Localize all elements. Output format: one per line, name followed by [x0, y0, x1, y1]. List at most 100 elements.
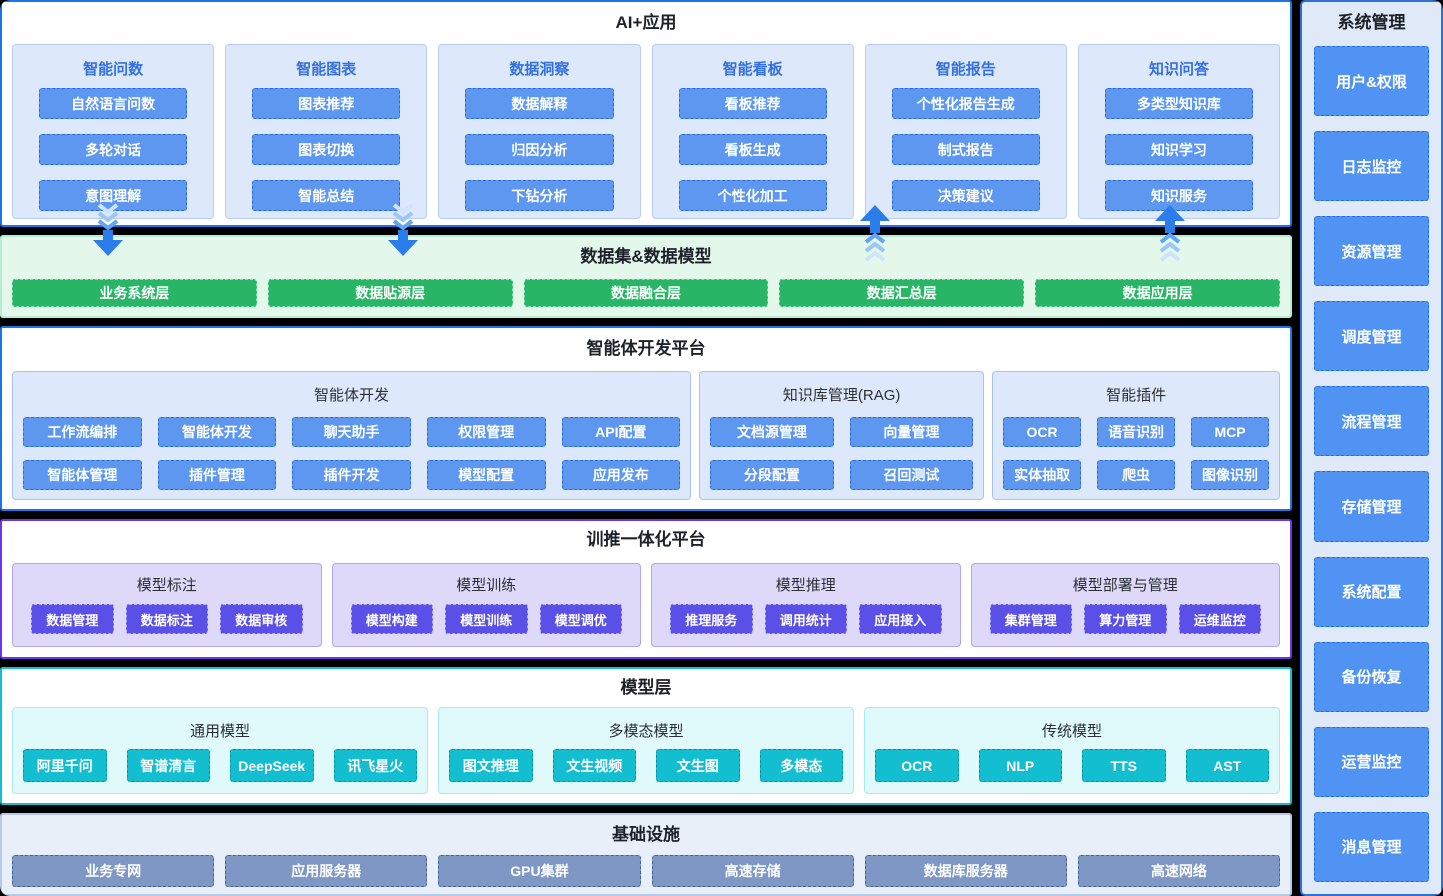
sidebar-items: 用户&权限日志监控资源管理调度管理流程管理存储管理系统配置备份恢复运营监控消息管…	[1314, 46, 1429, 882]
feature-button[interactable]: 图像识别	[1191, 460, 1269, 490]
feature-button[interactable]: 图表切换	[252, 134, 401, 165]
sidebar-item-button[interactable]: 调度管理	[1314, 301, 1429, 372]
infrastructure-button[interactable]: 高速存储	[651, 855, 854, 887]
group-card: 知识库管理(RAG)文档源管理向量管理分段配置召回测试	[699, 371, 985, 500]
feature-button[interactable]: 多模态	[759, 749, 843, 782]
feature-button[interactable]: 数据标注	[125, 604, 208, 634]
group-title: 模型训练	[456, 577, 517, 594]
feature-button[interactable]: 文档源管理	[710, 417, 834, 447]
sidebar-item-button[interactable]: 运营监控	[1314, 726, 1429, 797]
group-title: 模型标注	[136, 577, 197, 594]
feature-button[interactable]: 个性化加工	[678, 180, 827, 211]
feature-button[interactable]: NLP	[978, 749, 1062, 782]
infrastructure-button[interactable]: GPU集群	[438, 855, 641, 887]
feature-button[interactable]: 应用接入	[859, 604, 942, 634]
data-layer-button[interactable]: 数据贴源层	[267, 279, 513, 307]
feature-button[interactable]: 向量管理	[849, 417, 974, 447]
feature-button[interactable]: API配置	[561, 417, 681, 447]
infrastructure-button[interactable]: 高速网络	[1077, 855, 1281, 887]
feature-button[interactable]: OCR	[1003, 417, 1082, 447]
feature-button[interactable]: 智能体开发	[157, 417, 277, 447]
feature-button[interactable]: 图表推荐	[252, 88, 401, 119]
feature-button[interactable]: 看板生成	[678, 134, 827, 165]
feature-button[interactable]: 文生图	[656, 749, 740, 782]
data-layer-button[interactable]: 业务系统层	[12, 279, 257, 307]
main-layers: AI+应用 智能问数自然语言问数多轮对话意图理解智能图表图表推荐图表切换智能总结…	[0, 0, 1292, 896]
sidebar-item-button[interactable]: 用户&权限	[1314, 46, 1429, 117]
feature-button[interactable]: 算力管理	[1084, 604, 1167, 634]
feature-button[interactable]: 工作流编排	[23, 417, 142, 447]
feature-button[interactable]: 聊天助手	[292, 417, 411, 447]
feature-button[interactable]: 多轮对话	[39, 134, 188, 165]
feature-button[interactable]: 阿里千问	[23, 749, 107, 782]
feature-button[interactable]: DeepSeek	[230, 749, 314, 782]
data-layer-button[interactable]: 数据汇总层	[779, 279, 1025, 307]
feature-button[interactable]: 模型调优	[539, 604, 622, 634]
feature-button[interactable]: 决策建议	[891, 180, 1040, 211]
sidebar-item-button[interactable]: 存储管理	[1314, 471, 1429, 542]
sidebar-item-button[interactable]: 消息管理	[1314, 811, 1429, 882]
feature-button[interactable]: 推理服务	[670, 604, 753, 634]
feature-button[interactable]: 集群管理	[989, 604, 1072, 634]
feature-button[interactable]: 数据审核	[220, 604, 303, 634]
feature-button[interactable]: 文生视频	[552, 749, 636, 782]
feature-button[interactable]: 模型构建	[350, 604, 433, 634]
feature-button[interactable]: 分段配置	[710, 460, 834, 490]
feature-button[interactable]: 插件开发	[292, 460, 411, 490]
sidebar-item-button[interactable]: 流程管理	[1314, 386, 1429, 457]
infrastructure-button[interactable]: 业务专网	[12, 855, 215, 887]
feature-button[interactable]: 权限管理	[426, 417, 546, 447]
feature-button[interactable]: 多类型知识库	[1104, 88, 1254, 119]
feature-button[interactable]: TTS	[1082, 749, 1166, 782]
feature-button[interactable]: 制式报告	[891, 134, 1040, 165]
group-row: OCR NLP TTS AST	[875, 749, 1269, 782]
feature-button[interactable]: 知识学习	[1104, 134, 1254, 165]
feature-button[interactable]: 知识服务	[1104, 180, 1254, 211]
sidebar-item-button[interactable]: 资源管理	[1314, 216, 1429, 287]
app-column: 智能图表图表推荐图表切换智能总结	[225, 44, 428, 219]
group-title: 模型推理	[775, 577, 836, 594]
feature-button[interactable]: 爬虫	[1097, 460, 1176, 490]
sidebar-item-button[interactable]: 日志监控	[1314, 131, 1429, 202]
sidebar-item-button[interactable]: 备份恢复	[1314, 641, 1429, 712]
feature-button[interactable]: 自然语言问数	[39, 88, 188, 119]
feature-button[interactable]: 下钻分析	[465, 180, 614, 211]
group-row: 集群管理算力管理运维监控	[982, 604, 1270, 634]
sidebar-item-button[interactable]: 系统配置	[1314, 556, 1429, 627]
feature-button[interactable]: 插件管理	[157, 460, 277, 490]
feature-button[interactable]: 讯飞星火	[333, 749, 417, 782]
feature-button[interactable]: 智能体管理	[23, 460, 142, 490]
feature-button[interactable]: 意图理解	[39, 180, 188, 211]
feature-button[interactable]: OCR	[875, 749, 959, 782]
feature-button[interactable]: 运维监控	[1178, 604, 1261, 634]
feature-button[interactable]: 智谱清言	[126, 749, 210, 782]
app-column-buttons: 图表推荐图表切换智能总结	[226, 88, 426, 218]
feature-button[interactable]: 实体抽取	[1003, 460, 1082, 490]
infrastructure-button[interactable]: 应用服务器	[225, 855, 428, 887]
group-row: 图文推理文生视频文生图多模态	[449, 749, 843, 782]
feature-button[interactable]: 看板推荐	[678, 88, 827, 119]
feature-button[interactable]: 应用发布	[561, 460, 681, 490]
feature-button[interactable]: 数据管理	[31, 604, 114, 634]
feature-button[interactable]: 模型配置	[426, 460, 546, 490]
feature-button[interactable]: 图文推理	[449, 749, 533, 782]
feature-button[interactable]: 归因分析	[465, 134, 614, 165]
feature-button[interactable]: 调用统计	[764, 604, 847, 634]
infrastructure-button[interactable]: 数据库服务器	[864, 855, 1067, 887]
feature-button[interactable]: 召回测试	[849, 460, 974, 490]
app-column-title: 智能图表	[296, 61, 357, 78]
feature-button[interactable]: MCP	[1191, 417, 1269, 447]
feature-button[interactable]: 数据解释	[465, 88, 614, 119]
feature-button[interactable]: 语音识别	[1097, 417, 1176, 447]
feature-button[interactable]: 模型训练	[445, 604, 528, 634]
data-layer-button[interactable]: 数据融合层	[523, 279, 769, 307]
feature-button[interactable]: 智能总结	[252, 180, 401, 211]
data-layer-button[interactable]: 数据应用层	[1035, 279, 1280, 307]
group-row: 数据管理数据标注数据审核	[23, 604, 311, 634]
feature-button[interactable]: 个性化报告生成	[891, 88, 1040, 119]
feature-button[interactable]: AST	[1185, 749, 1269, 782]
